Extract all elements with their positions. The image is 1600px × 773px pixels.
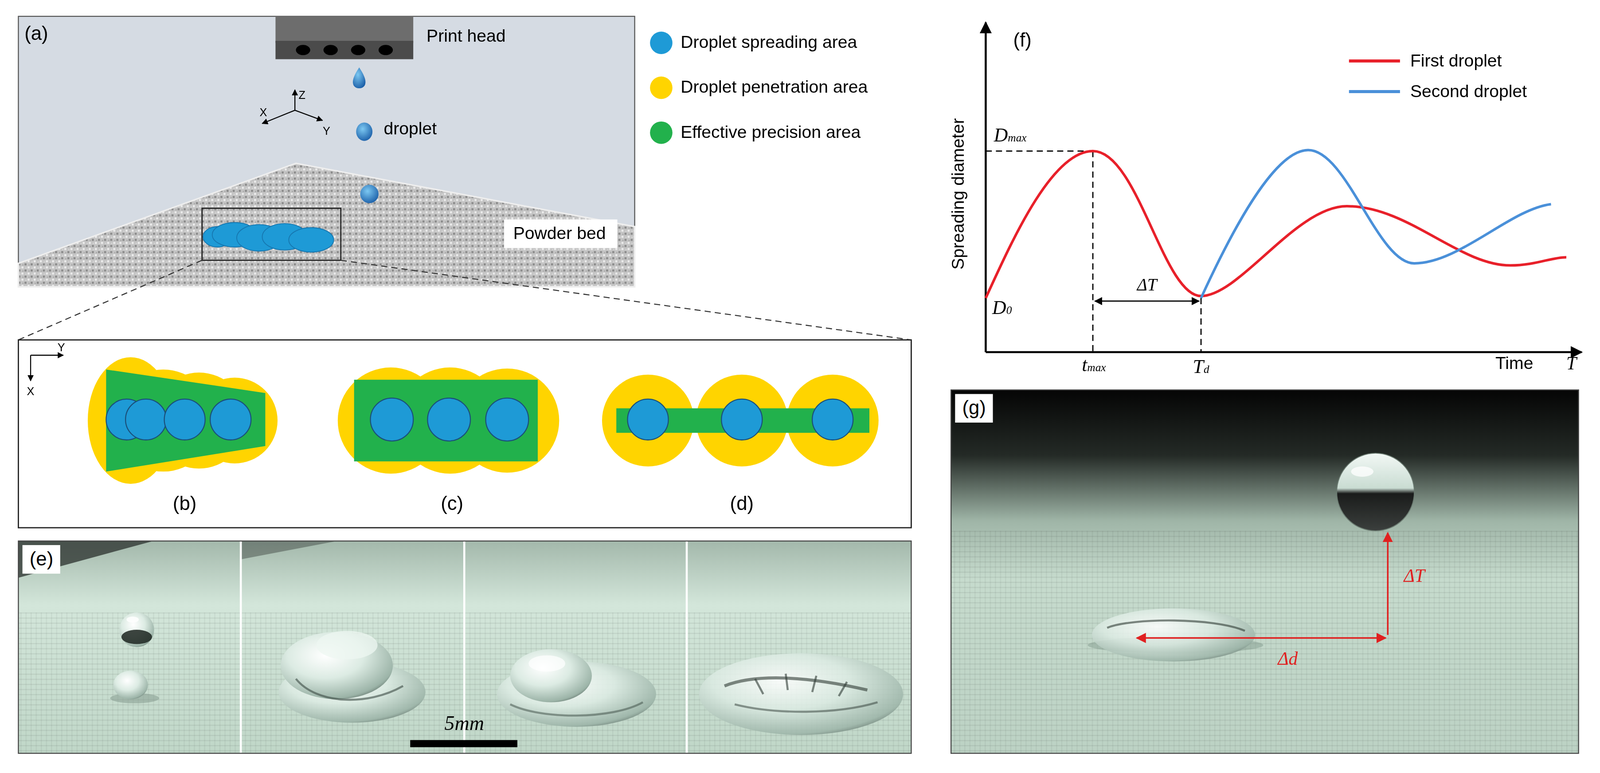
scale-label: 5mm xyxy=(444,711,485,734)
panel-label: (g) xyxy=(954,393,994,423)
panel-label: (a) xyxy=(24,22,48,45)
axis-title: Spreading diameter xyxy=(949,118,969,270)
legend-line xyxy=(1349,90,1401,94)
legend-text: Effective precision area xyxy=(680,122,861,143)
powder-bed-label: Powder bed xyxy=(504,219,618,248)
legend-text: Second droplet xyxy=(1410,82,1527,102)
axis-mark: Dmax xyxy=(993,125,1027,147)
axis-label: Y xyxy=(322,124,331,137)
axis-title: T xyxy=(1566,354,1577,375)
part-label: Print head xyxy=(426,26,506,47)
legend-swatch xyxy=(649,76,673,100)
legend-text: Droplet penetration area xyxy=(680,77,868,98)
interval-label: ΔT xyxy=(1403,566,1425,587)
legend-text: Droplet spreading area xyxy=(680,32,857,53)
legend-text: First droplet xyxy=(1410,51,1503,72)
panel-label: (f) xyxy=(1013,30,1032,52)
legend-swatch xyxy=(649,31,673,55)
panel-label: (e) xyxy=(22,544,61,574)
axis-mark: Td xyxy=(1193,356,1210,379)
interval-label: ΔT xyxy=(1137,276,1158,296)
panel-label: (d) xyxy=(730,493,754,515)
legend-entry: Droplet penetration area xyxy=(649,76,868,100)
axis-mark: tmax xyxy=(1081,354,1106,376)
legend-line xyxy=(1349,59,1401,63)
axis-mark: D0 xyxy=(992,297,1012,319)
axis-label: X xyxy=(259,105,267,119)
print-head: Print head xyxy=(275,16,414,60)
axis-title: Time xyxy=(1495,354,1534,374)
legend-entry: First droplet xyxy=(1349,51,1503,72)
legend-entry: Effective precision area xyxy=(649,121,861,145)
part-label: droplet xyxy=(383,120,437,140)
axis-label: Z xyxy=(298,88,306,102)
legend-entry: Droplet spreading area xyxy=(649,31,857,55)
legend-swatch xyxy=(649,121,673,145)
panel-label: (b) xyxy=(172,493,197,515)
panel-label: (c) xyxy=(440,493,464,515)
axis-label: X xyxy=(27,384,35,398)
part-label: Powder bed xyxy=(513,223,607,244)
panel-frame: (g) xyxy=(950,389,1579,753)
legend-entry: Second droplet xyxy=(1349,82,1527,102)
distance-label: Δd xyxy=(1277,649,1298,670)
axis-label: Y xyxy=(57,340,66,354)
panel-frame: (a) Print headPowder bed xyxy=(18,16,635,287)
